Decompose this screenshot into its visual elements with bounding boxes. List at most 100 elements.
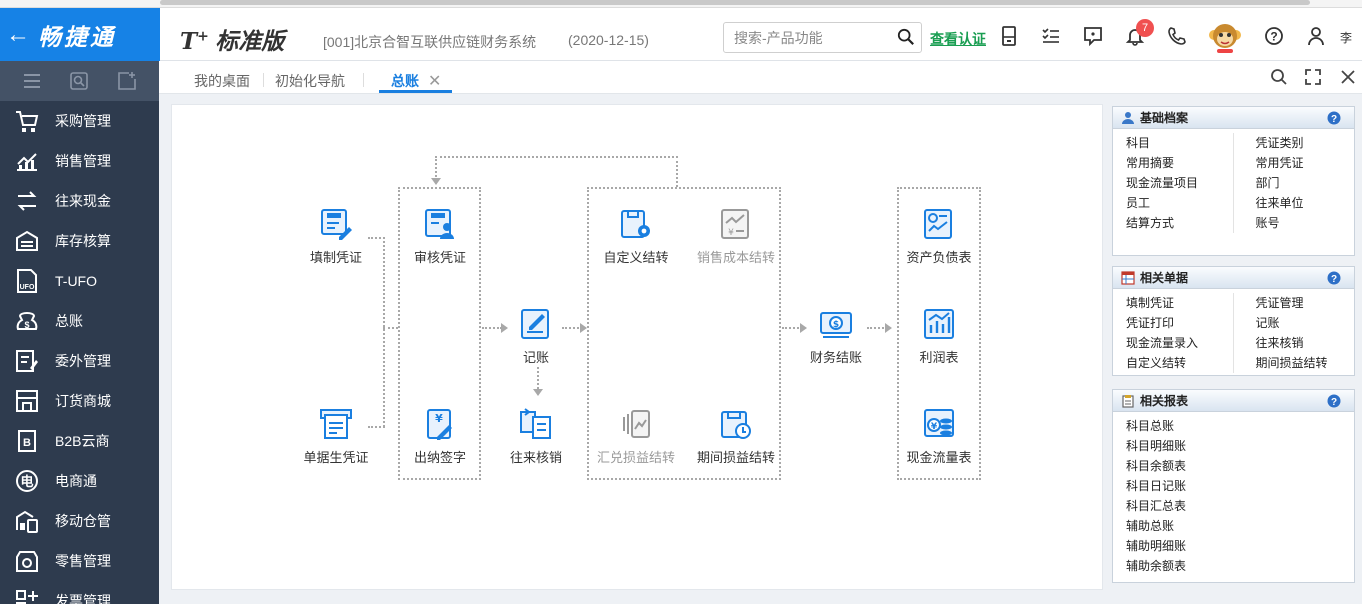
fill-voucher-node[interactable]: 填制凭证: [286, 207, 386, 266]
back-arrow-icon[interactable]: ←: [6, 20, 30, 48]
sidebar-item-label: 零售管理: [55, 553, 111, 569]
link-custom-transfer[interactable]: 自定义结转: [1126, 356, 1187, 370]
sidebar-item-inventory[interactable]: 库存核算: [0, 221, 159, 261]
link-voucher-management[interactable]: 凭证管理: [1255, 296, 1304, 310]
link-fill-voucher[interactable]: 填制凭证: [1126, 296, 1175, 310]
svg-text:电: 电: [20, 474, 33, 490]
sidebar-item-ledger[interactable]: $总账: [0, 301, 159, 341]
link-subject-balance[interactable]: 科目余额表: [1126, 459, 1187, 473]
link-subject[interactable]: 科目: [1126, 136, 1151, 150]
link-bookkeeping[interactable]: 记账: [1255, 316, 1280, 330]
link-common-summary[interactable]: 常用摘要: [1126, 156, 1175, 170]
link-department[interactable]: 部门: [1255, 176, 1280, 190]
link-cashflow-entry[interactable]: 现金流量录入: [1126, 336, 1199, 350]
monkey-avatar-icon[interactable]: [1207, 19, 1243, 55]
link-subject-journal[interactable]: 科目日记账: [1126, 479, 1187, 493]
link-period-pl-transfer[interactable]: 期间损益结转: [1255, 356, 1328, 370]
panel-grid: 科目 常用摘要 现金流量项目 员工 结算方式 凭证类别 常用凭证 部门 往来单位…: [1113, 129, 1354, 239]
tab-search-icon[interactable]: [1270, 68, 1288, 86]
financial-close-node[interactable]: $ 财务结账: [786, 307, 886, 366]
company-name: [001]北京合智互联供应链财务系统: [323, 34, 537, 50]
close-tab-icon[interactable]: ✕: [428, 73, 442, 90]
b2b-icon: B: [18, 430, 36, 452]
help-icon[interactable]: ?: [1263, 25, 1285, 47]
sidebar-item-purchase[interactable]: 采购管理: [0, 101, 159, 141]
calculator-icon[interactable]: [998, 25, 1020, 47]
add-shortcut-icon[interactable]: [116, 70, 138, 92]
feedback-icon[interactable]: [1082, 25, 1104, 47]
product-name: 标准版: [215, 28, 285, 54]
link-settlement-method[interactable]: 结算方式: [1126, 216, 1175, 230]
sales-cost-transfer-node[interactable]: ¥ 销售成本结转: [686, 207, 786, 266]
cashflow-statement-node[interactable]: ¥ 现金流量表: [889, 407, 989, 466]
link-voucher-print[interactable]: 凭证打印: [1126, 316, 1175, 330]
sidebar-item-ecommerce[interactable]: 电电商通: [0, 461, 159, 501]
fx-transfer-node[interactable]: 汇兑损益结转: [586, 407, 686, 466]
checklist-icon[interactable]: [1040, 25, 1062, 47]
panel-header: 相关报表 ?: [1113, 390, 1354, 412]
search-icon[interactable]: [897, 28, 915, 46]
sidebar-search-icon[interactable]: [68, 70, 90, 92]
user-icon[interactable]: [1305, 25, 1327, 47]
panel-help-icon[interactable]: ?: [1327, 271, 1341, 285]
ufo-icon: UFO: [17, 269, 37, 293]
link-writeoff[interactable]: 往来核销: [1255, 336, 1304, 350]
connector-line: [383, 237, 385, 427]
sidebar-item-cash[interactable]: 往来现金: [0, 181, 159, 221]
audit-voucher-node[interactable]: 审核凭证: [390, 207, 490, 266]
fullscreen-icon[interactable]: [1304, 68, 1322, 86]
notification-badge[interactable]: 7: [1136, 19, 1154, 37]
balance-sheet-node[interactable]: 资产负债表: [889, 207, 989, 266]
link-voucher-type[interactable]: 凭证类别: [1255, 136, 1304, 150]
close-all-icon[interactable]: [1339, 68, 1357, 86]
tab-general-ledger[interactable]: 总账✕: [391, 71, 441, 91]
link-employee[interactable]: 员工: [1126, 196, 1151, 210]
tab-init-guide[interactable]: 初始化导航: [275, 73, 345, 89]
connector-line: [482, 327, 502, 329]
view-certification-link[interactable]: 查看认证: [930, 31, 986, 47]
phone-icon[interactable]: [1166, 25, 1188, 47]
tab-my-desktop[interactable]: 我的桌面: [194, 73, 250, 89]
sidebar-item-store[interactable]: 订货商城: [0, 381, 159, 421]
app-header: ← 畅捷通 T+ 标准版 [001]北京合智互联供应链财务系统 (2020-12…: [0, 8, 1362, 61]
ar-ap-writeoff-node[interactable]: 往来核销: [486, 407, 586, 466]
bookkeeping-node[interactable]: 记账: [486, 307, 586, 366]
connector-line: [368, 426, 385, 428]
income-statement-node[interactable]: 利润表: [889, 307, 989, 366]
cashier-sign-node[interactable]: ¥ 出纳签字: [390, 407, 490, 466]
panel-help-icon[interactable]: ?: [1327, 111, 1341, 125]
store-icon: [16, 390, 38, 412]
link-subject-ledger[interactable]: 科目总账: [1126, 419, 1175, 433]
link-partner[interactable]: 往来单位: [1255, 196, 1304, 210]
sidebar-item-mobile-warehouse[interactable]: 移动仓管: [0, 501, 159, 541]
node-label: 自定义结转: [603, 250, 669, 265]
link-aux-detail[interactable]: 辅助明细账: [1126, 539, 1187, 553]
link-aux-balance[interactable]: 辅助余额表: [1126, 559, 1187, 573]
menu-toggle-icon[interactable]: [21, 70, 43, 92]
logo[interactable]: ← 畅捷通: [0, 8, 160, 61]
search-input[interactable]: [724, 23, 884, 52]
period-pl-transfer-node[interactable]: 期间损益结转: [686, 407, 786, 466]
panel-help-icon[interactable]: ?: [1327, 394, 1341, 408]
custom-transfer-node[interactable]: 自定义结转: [586, 207, 686, 266]
link-subject-detail[interactable]: 科目明细账: [1126, 439, 1187, 453]
link-common-voucher[interactable]: 常用凭证: [1255, 156, 1304, 170]
link-aux-ledger[interactable]: 辅助总账: [1126, 519, 1175, 533]
ledger-flow-canvas: 填制凭证 单据生凭证 审核凭证 ¥ 出纳签字 记账 往来核销 自定义结转 ¥ 销…: [171, 104, 1103, 590]
link-cashflow-item[interactable]: 现金流量项目: [1126, 176, 1199, 190]
doc-voucher-node[interactable]: 单据生凭证: [286, 407, 386, 466]
sidebar-item-outsource[interactable]: 委外管理: [0, 341, 159, 381]
search-box[interactable]: [723, 22, 922, 53]
sidebar-item-sales[interactable]: 销售管理: [0, 141, 159, 181]
browser-scrollbar[interactable]: [0, 0, 1362, 8]
user-name[interactable]: 李: [1340, 31, 1353, 45]
link-subject-summary[interactable]: 科目汇总表: [1126, 499, 1187, 513]
sidebar-item-label: 往来现金: [55, 193, 111, 209]
logo-text: 畅捷通: [38, 23, 116, 50]
sidebar-item-invoice[interactable]: 发票管理: [0, 581, 159, 604]
sidebar-item-retail[interactable]: 零售管理: [0, 541, 159, 581]
svg-text:?: ?: [1270, 30, 1277, 44]
link-account[interactable]: 账号: [1255, 216, 1280, 230]
